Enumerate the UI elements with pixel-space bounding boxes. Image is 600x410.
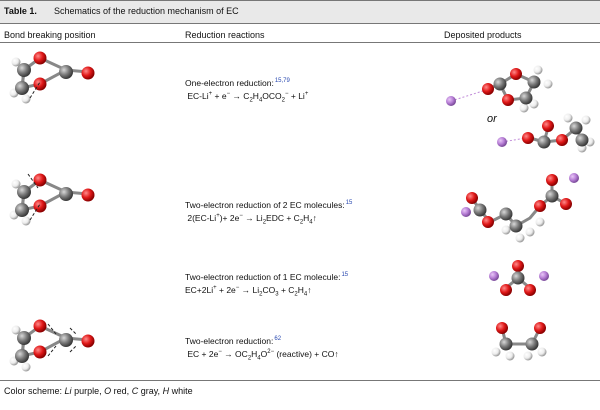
product-row-2-li2edc <box>461 173 579 243</box>
footnote-h-color: white <box>171 386 193 396</box>
reference-2: 15 <box>345 200 353 206</box>
footnote-li-color: purple <box>74 386 100 396</box>
table-label: Table 1. <box>4 6 37 16</box>
header-divider <box>0 42 600 43</box>
or-separator: or <box>487 113 497 125</box>
footer-divider <box>0 380 600 381</box>
footnote-c-color: gray <box>140 386 158 396</box>
reaction-row-2: Two-electron reduction of 2 EC molecules… <box>185 198 352 228</box>
ec-molecule-row-1 <box>9 51 95 104</box>
header-reduction-reactions: Reduction reactions <box>185 30 265 40</box>
footnote-c: C <box>131 386 139 396</box>
header-deposited-products: Deposited products <box>444 30 522 40</box>
footnote-o-color: red <box>113 386 127 396</box>
footnote-prefix: Color scheme: <box>4 386 63 396</box>
reference-3: 15 <box>341 272 349 278</box>
reaction-equation-2: 2(EC-Li+)+ 2e− → Li2EDC + C2H4↑ <box>185 212 317 226</box>
product-row-1b <box>497 113 595 153</box>
ec-molecule-row-2 <box>9 173 95 226</box>
reaction-equation-3: EC+2Li+ + 2e− → Li2CO3 + C2H4↑ <box>185 284 312 298</box>
reference-1: 15,79 <box>274 78 290 84</box>
reaction-row-3: Two-electron reduction of 1 EC molecule:… <box>185 270 348 300</box>
ec-molecule-row-4 <box>9 319 95 372</box>
reaction-label-1: One-electron reduction: <box>185 77 274 88</box>
footnote-li: Li <box>64 386 72 396</box>
reaction-label-3: Two-electron reduction of 1 EC molecule: <box>185 271 341 282</box>
reaction-label-4: Two-electron reduction: <box>185 335 274 346</box>
product-row-3-li2co3 <box>489 260 549 296</box>
table-title-bar: Table 1. Schematics of the reduction mec… <box>0 0 600 24</box>
product-row-4-oc2h4o <box>491 322 547 361</box>
reference-4: 62 <box>274 336 282 342</box>
reaction-row-1: One-electron reduction:15,79 EC-Li+ + e−… <box>185 76 308 106</box>
product-row-1a <box>446 65 553 113</box>
footnote-h: H <box>162 386 170 396</box>
header-bond-breaking-position: Bond breaking position <box>4 30 96 40</box>
reaction-equation-1: EC-Li+ + e− → C2H4OCO2− + Li+ <box>185 90 309 104</box>
footnote-o: O <box>104 386 112 396</box>
table-title: Schematics of the reduction mechanism of… <box>54 6 239 16</box>
reaction-row-4: Two-electron reduction:62 EC + 2e− → OC2… <box>185 334 339 364</box>
color-scheme-footnote: Color scheme: Li purple, O red, C gray, … <box>4 386 193 396</box>
reaction-equation-4: EC + 2e− → OC2H4O2− (reactive) + CO↑ <box>185 348 339 362</box>
reaction-label-2: Two-electron reduction of 2 EC molecules… <box>185 199 345 210</box>
